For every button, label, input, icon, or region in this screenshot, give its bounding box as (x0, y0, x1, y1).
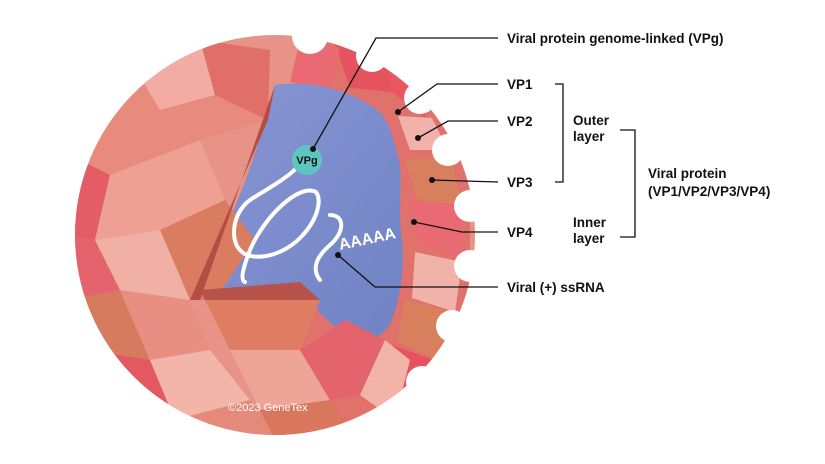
label-ssrna: Viral (+) ssRNA (507, 280, 605, 295)
vpg-bubble (292, 145, 322, 175)
label-vp1: VP1 (507, 77, 533, 92)
label-vp4: VP4 (507, 225, 533, 240)
label-viral-protein-1: Viral protein (648, 166, 727, 181)
label-outer-layer-1: Outer (573, 113, 610, 128)
virus-capsid: AAAAA VPg ©2023 GeneTex (75, 18, 486, 435)
capsid-faces (75, 40, 410, 435)
label-vpg: Viral protein genome-linked (VPg) (507, 31, 724, 46)
label-inner-layer-1: Inner (573, 215, 607, 230)
rna-strand (232, 163, 344, 284)
label-inner-layer-2: layer (573, 231, 605, 246)
label-viral-protein-2: (VP1/VP2/VP3/VP4) (648, 184, 770, 199)
copyright: ©2023 GeneTex (228, 402, 308, 414)
label-vp3: VP3 (507, 175, 533, 190)
label-vp2: VP2 (507, 114, 533, 129)
label-outer-layer-2: layer (573, 129, 605, 144)
labels: Viral protein genome-linked (VPg) VP1 VP… (507, 31, 770, 295)
leader-lines (310, 37, 636, 288)
vpg-bubble-label: VPg (296, 155, 317, 167)
